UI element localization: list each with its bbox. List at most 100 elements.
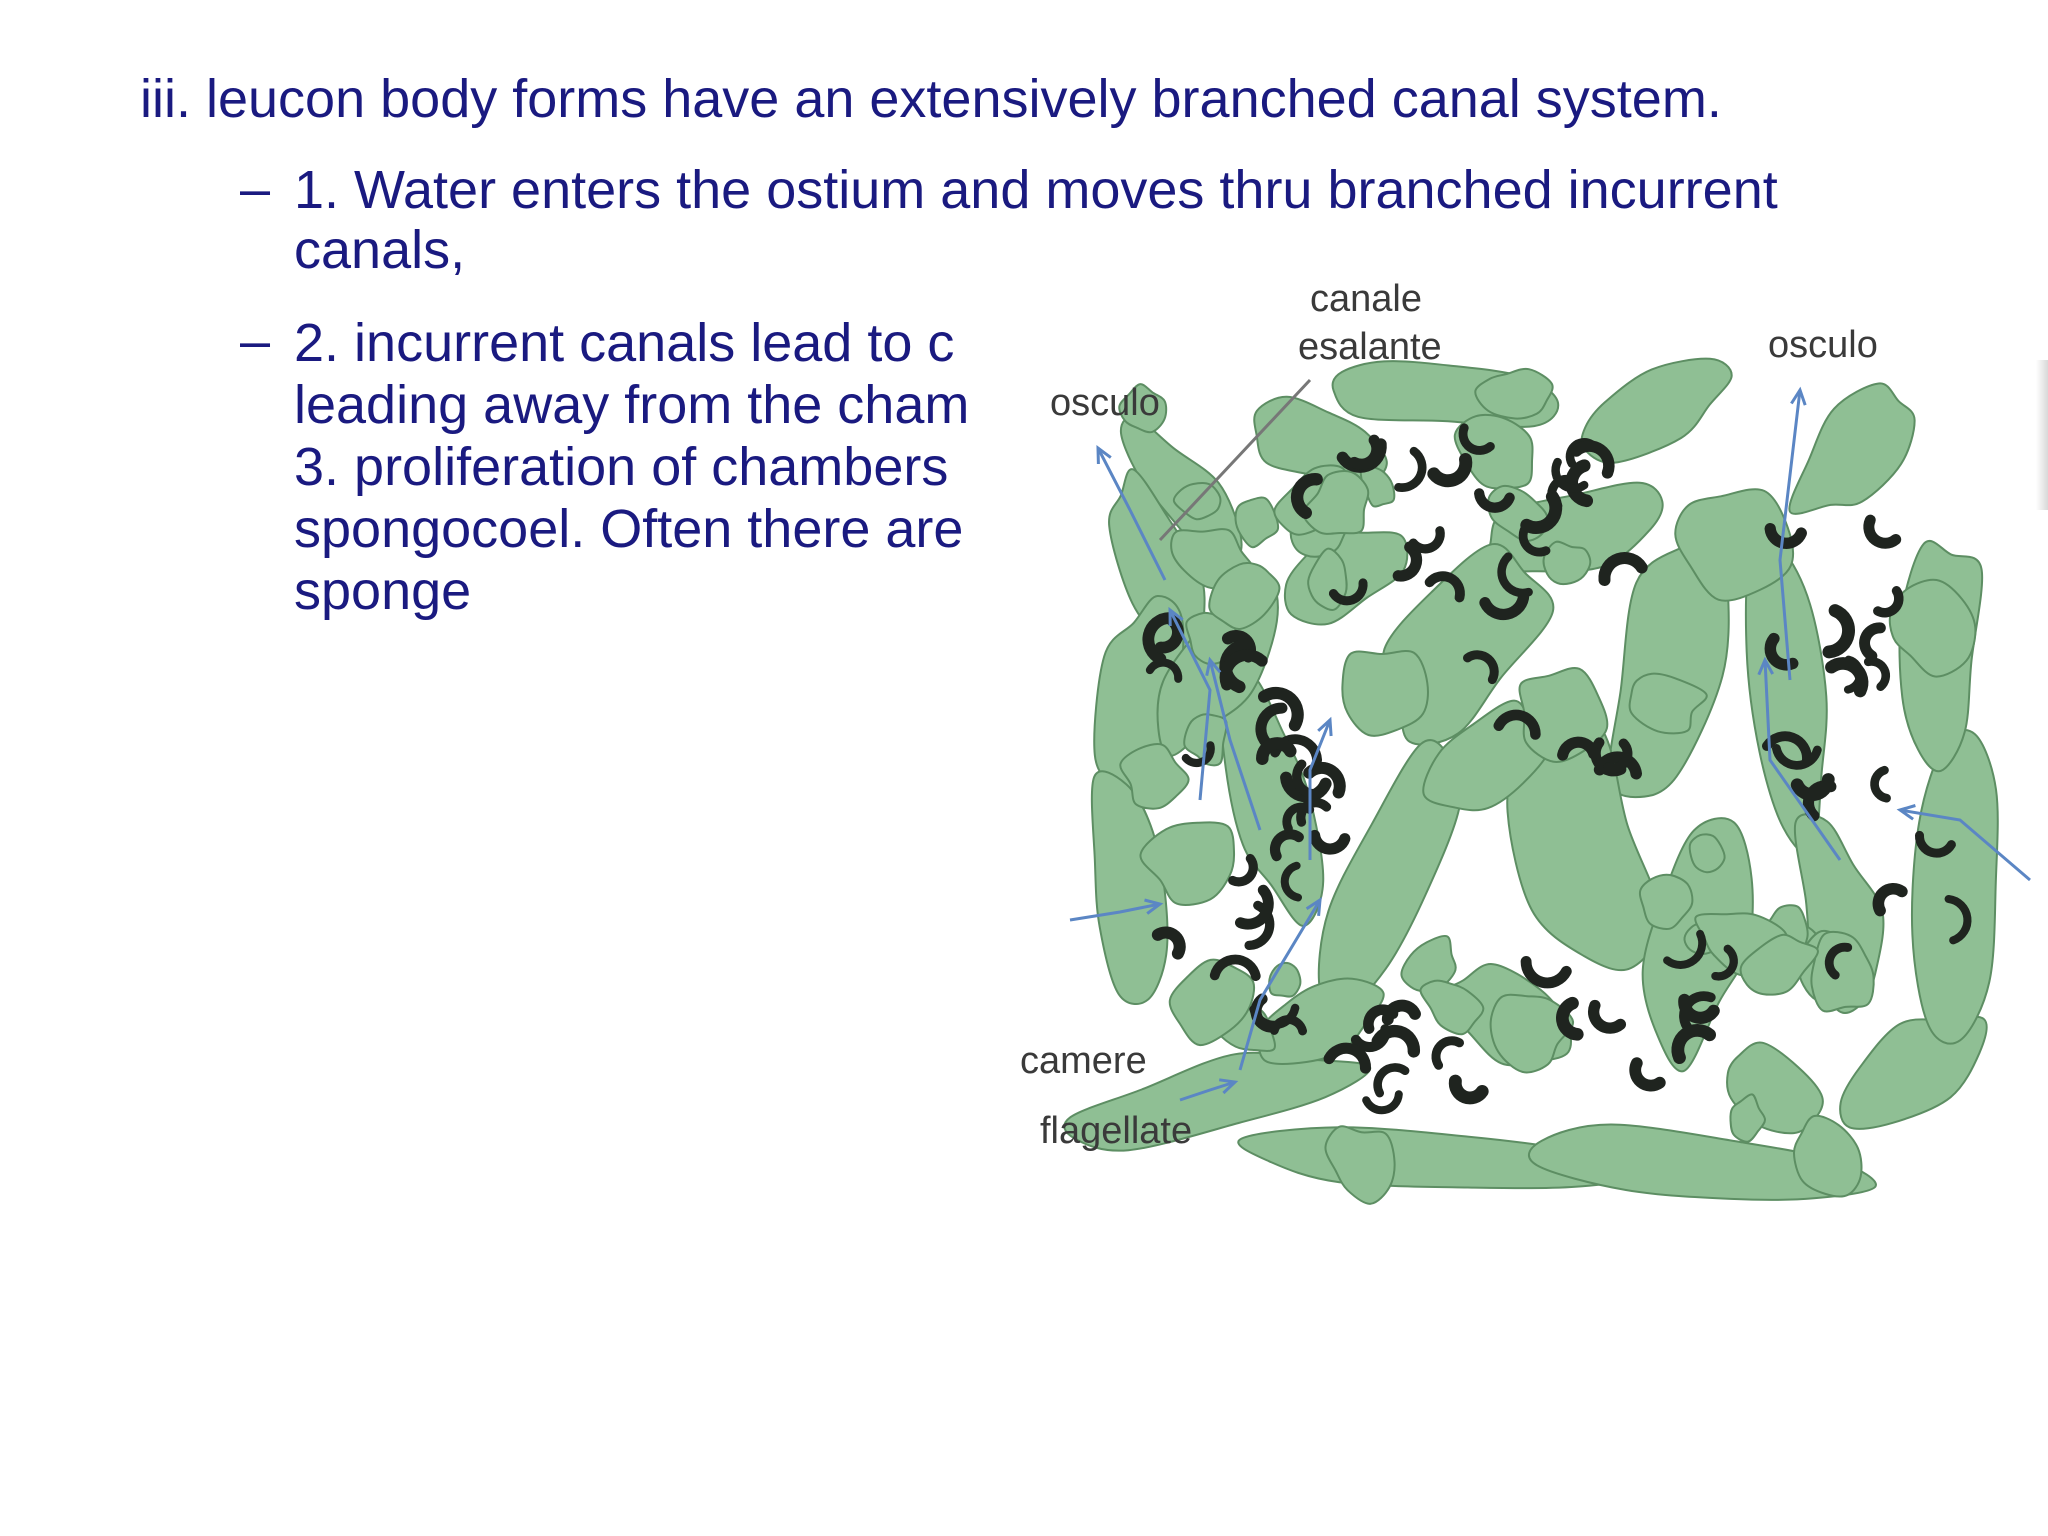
flagellated-chamber-56 [1762,731,1812,766]
flow-arrow-0 [1096,447,1167,581]
flow-arrow-5 [1208,659,1262,831]
flagellated-chamber-49 [1822,604,1855,659]
tissue-lobe-105 [1810,930,1875,1013]
flagellated-chamber-18 [1427,453,1473,488]
flagellated-chamber-12 [1209,954,1261,981]
flagellated-chamber-60 [1870,765,1891,803]
flow-arrow-2 [1763,659,1842,861]
tissue-lobe-104 [1474,367,1554,420]
flagellated-chamber-25 [1408,526,1445,554]
label-camere: camere [1020,1040,1147,1082]
flagellated-chamber-42 [1598,552,1648,586]
tissue-lobe-131 [1729,1093,1766,1143]
flow-arrow-6 [1308,719,1332,860]
flagellated-chamber-24 [1424,571,1465,603]
flow-arrow-9 [1179,1080,1236,1102]
flagellated-chamber-77 [1363,1004,1399,1034]
flagellated-chamber-59 [1772,744,1822,770]
label-canale: canale [1310,278,1422,320]
leucon-sponge-figure: canale esalante osculo osculo camere fla… [1010,240,2048,1300]
flow-arrowhead-9 [1218,1078,1239,1095]
tissue-lobe-121 [1638,873,1694,930]
flagellated-chamber-6 [1258,686,1304,732]
flow-arrowhead-3 [1896,804,1916,821]
bullet-2-line-5: sponge [294,561,472,621]
flagellated-chamber-46 [1863,657,1891,691]
flagellated-chamber-38 [1479,589,1530,621]
flagellated-chamber-71 [1671,1023,1716,1064]
sponge-tissue [1063,357,1999,1205]
tissue-lobe-10 [1788,382,1916,515]
tissue-lobe-27 [1422,699,1552,812]
flagellated-chamber-8 [1154,613,1184,654]
tissue-lobe-120 [1139,821,1236,906]
flagellated-chamber-37 [1493,709,1541,740]
flow-arrowhead-1 [1790,386,1807,406]
flagellated-chamber-81 [1269,829,1304,862]
flagellated-chamber-35 [1551,457,1589,493]
bullet-2-line-2: leading away from the cham [294,375,970,435]
bullet-1-line-1: 1. Water enters the ostium and moves thr… [294,160,1778,220]
flagellated-chamber-72 [1373,1063,1410,1098]
label-osculo-left: osculo [1050,382,1160,424]
bullet-2-line-4: spongocoel. Often there are [294,499,964,559]
flow-arrow-1 [1778,389,1802,681]
flagellated-chamber-78 [1350,1024,1391,1053]
bullet-2-dash: – [240,311,271,371]
tissue-lobe-8 [1910,729,1999,1045]
tissue-lobe-6 [1527,1123,1877,1201]
flagellated-chamber-34 [1570,440,1615,479]
flow-arrow-4 [1168,609,1212,801]
flow-arrowhead-2 [1757,656,1775,676]
flagellated-chamber-80 [1323,1042,1372,1074]
tissue-lobe-138 [1419,979,1485,1036]
bullet-1-line-2: canals, [294,220,466,280]
flagellated-chamber-4 [1219,649,1268,691]
flagellated-chamber-65 [1711,944,1738,981]
flagellated-chamber-89 [1296,797,1332,827]
flagellated-chamber-14 [1269,1015,1307,1036]
flagellated-chamber-22 [1394,446,1427,492]
flagellated-chamber-54 [1824,942,1853,980]
flow-arrowhead-5 [1205,656,1222,677]
flagellated-chamber-55 [1915,830,1956,858]
tissue-lobe-113 [1628,672,1708,735]
tissue-lobe-7 [1839,1015,1988,1130]
flow-arrow-8 [1238,899,1322,1071]
flagellated-chambers [1142,423,1972,1115]
slide-heading: iii. leucon body forms have an extensive… [140,69,1722,129]
tissue-lobe-29 [1674,488,1794,602]
tissue-lobe-110 [1119,743,1190,810]
flagellated-chamber-52 [1873,586,1904,618]
label-esalante: esalante [1298,326,1442,368]
flow-arrowhead-0 [1096,444,1112,465]
page-edge-shadow [2036,360,2048,510]
flagellated-chamber-79 [1431,1036,1464,1070]
bullet-2-line-3: 3. proliferation of chambers [294,437,949,497]
flagellated-chamber-62 [1944,894,1972,945]
flagellated-chamber-30 [1458,423,1495,455]
tissue-lobe-135 [1542,540,1592,586]
flagellated-chamber-48 [1825,657,1869,698]
flagellated-chamber-67 [1556,996,1584,1041]
flagellated-chamber-26 [1348,434,1383,470]
flow-arrowhead-4 [1168,606,1184,627]
tissue-lobe-134 [1324,1125,1396,1205]
flagellated-chamber-63 [1629,1057,1666,1092]
tissue-lobe-119 [1234,496,1280,549]
flagellated-chamber-69 [1588,999,1627,1034]
flagellated-chamber-17 [1235,884,1274,930]
sponge-diagram [1063,357,2031,1205]
tissue-lobe-111 [1341,650,1429,737]
tissue-lobe-137 [1208,562,1281,630]
flagellated-chamber-15 [1228,853,1258,887]
flagellated-chamber-70 [1678,993,1720,1024]
bullet-2-line-1: 2. incurrent canals lead to c [294,313,955,373]
flagellated-chamber-7 [1142,612,1176,665]
flow-arrowhead-7 [1144,898,1164,915]
flagellated-chamber-39 [1463,650,1499,685]
flagellated-chamber-43 [1557,736,1600,761]
tissue-lobe-129 [1739,933,1819,996]
flagellated-chamber-47 [1764,522,1807,549]
